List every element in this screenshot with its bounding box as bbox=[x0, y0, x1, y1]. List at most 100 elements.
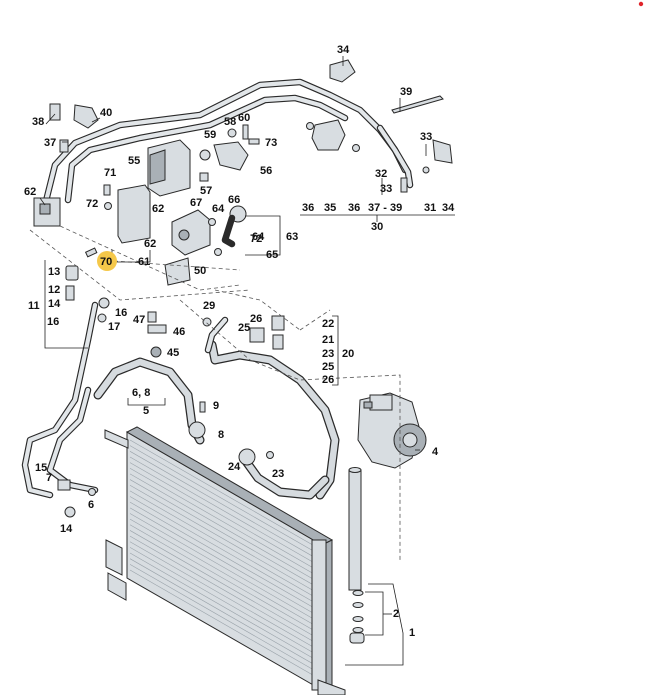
condenser-fin bbox=[129, 490, 319, 600]
callout-34[interactable]: 34 bbox=[337, 44, 350, 56]
callout-17[interactable]: 17 bbox=[108, 321, 120, 333]
callout-32[interactable]: 32 bbox=[375, 168, 387, 180]
callout-16b[interactable]: 16 bbox=[47, 316, 59, 328]
callout-62[interactable]: 62 bbox=[24, 186, 36, 198]
callout-36[interactable]: 36 bbox=[302, 202, 314, 214]
condenser-fin bbox=[129, 564, 319, 673]
receiver-drier bbox=[348, 467, 365, 644]
callout-labels: 70 34 39 38 40 37 58 60 59 73 33 55 56 3… bbox=[24, 44, 455, 639]
callout-33[interactable]: 33 bbox=[420, 131, 432, 143]
callout-56[interactable]: 56 bbox=[260, 165, 272, 177]
callout-37[interactable]: 37 bbox=[44, 137, 56, 149]
callout-16[interactable]: 16 bbox=[115, 307, 127, 319]
callout-25[interactable]: 25 bbox=[238, 322, 250, 334]
callout-5[interactable]: 5 bbox=[143, 405, 149, 417]
condenser-fin bbox=[129, 484, 319, 594]
callout-1[interactable]: 1 bbox=[409, 627, 415, 639]
callout-13[interactable]: 13 bbox=[48, 266, 60, 278]
callout-14b[interactable]: 14 bbox=[60, 523, 73, 535]
condenser-fin bbox=[129, 468, 319, 577]
callout-6-8[interactable]: 6, 8 bbox=[132, 387, 150, 399]
condenser-fin bbox=[129, 479, 319, 588]
callout-62c[interactable]: 62 bbox=[144, 238, 156, 250]
condenser-fin bbox=[129, 496, 319, 605]
condenser-fin bbox=[129, 518, 319, 628]
callout-58[interactable]: 58 bbox=[224, 116, 236, 128]
condenser-fin bbox=[129, 439, 319, 549]
callout-64[interactable]: 64 bbox=[212, 203, 225, 215]
leaders bbox=[39, 56, 455, 666]
condenser-fin bbox=[129, 558, 319, 667]
callout-71[interactable]: 71 bbox=[104, 167, 116, 179]
condenser-fin bbox=[129, 552, 319, 662]
callout-72b[interactable]: 72 bbox=[250, 233, 262, 245]
callout-7[interactable]: 7 bbox=[46, 472, 52, 484]
callout-4[interactable]: 4 bbox=[432, 446, 439, 458]
callout-38[interactable]: 38 bbox=[32, 116, 44, 128]
callout-47[interactable]: 47 bbox=[133, 314, 145, 326]
callout-73[interactable]: 73 bbox=[265, 137, 277, 149]
callout-60[interactable]: 60 bbox=[238, 112, 250, 124]
callout-65[interactable]: 65 bbox=[266, 249, 278, 261]
callout-26[interactable]: 26 bbox=[250, 313, 262, 325]
condenser-fin bbox=[129, 535, 319, 645]
condenser-fin bbox=[129, 473, 319, 583]
callout-59[interactable]: 59 bbox=[204, 129, 216, 141]
condenser-fin bbox=[129, 524, 319, 634]
callout-37-39[interactable]: 37 - 39 bbox=[368, 202, 402, 214]
callout-26b[interactable]: 26 bbox=[322, 374, 334, 386]
callout-46[interactable]: 46 bbox=[173, 326, 185, 338]
highlight-70 bbox=[97, 251, 117, 271]
callout-57[interactable]: 57 bbox=[200, 185, 212, 197]
callout-23[interactable]: 23 bbox=[322, 348, 334, 360]
compressor bbox=[357, 392, 427, 469]
callout-29[interactable]: 29 bbox=[203, 300, 215, 312]
condenser-fin bbox=[129, 541, 319, 650]
condenser bbox=[104, 426, 346, 695]
callout-2[interactable]: 2 bbox=[393, 608, 399, 620]
callout-72[interactable]: 72 bbox=[86, 198, 98, 210]
condenser-fin bbox=[129, 501, 319, 611]
callout-21[interactable]: 21 bbox=[322, 334, 334, 346]
callout-66[interactable]: 66 bbox=[228, 194, 240, 206]
callout-36b[interactable]: 36 bbox=[348, 202, 360, 214]
callout-11[interactable]: 11 bbox=[28, 300, 40, 312]
callout-20[interactable]: 20 bbox=[342, 348, 354, 360]
callout-23b[interactable]: 23 bbox=[272, 468, 284, 480]
callout-67[interactable]: 67 bbox=[190, 197, 202, 209]
condenser-fin bbox=[129, 451, 319, 560]
callout-12[interactable]: 12 bbox=[48, 284, 60, 296]
condenser-fin bbox=[129, 547, 319, 656]
callout-34b[interactable]: 34 bbox=[442, 202, 455, 214]
callout-15[interactable]: 15 bbox=[35, 462, 47, 474]
components bbox=[33, 59, 453, 518]
callout-39[interactable]: 39 bbox=[400, 86, 412, 98]
callout-31[interactable]: 31 bbox=[424, 202, 436, 214]
callout-40[interactable]: 40 bbox=[100, 107, 112, 119]
callout-9[interactable]: 9 bbox=[213, 400, 219, 412]
marker-dot bbox=[638, 1, 644, 7]
condenser-fin bbox=[129, 530, 319, 639]
callout-24[interactable]: 24 bbox=[228, 461, 241, 473]
callout-50[interactable]: 50 bbox=[194, 265, 206, 277]
callout-62b[interactable]: 62 bbox=[152, 203, 164, 215]
callout-25b[interactable]: 25 bbox=[322, 361, 334, 373]
callout-33b[interactable]: 33 bbox=[380, 183, 392, 195]
callout-70[interactable]: 70 bbox=[100, 256, 112, 268]
callout-22[interactable]: 22 bbox=[322, 318, 334, 330]
callout-45[interactable]: 45 bbox=[167, 347, 179, 359]
callout-14[interactable]: 14 bbox=[48, 298, 61, 310]
callout-8[interactable]: 8 bbox=[218, 429, 224, 441]
condenser-fin bbox=[129, 507, 319, 617]
callout-35[interactable]: 35 bbox=[324, 202, 336, 214]
callout-30[interactable]: 30 bbox=[371, 221, 383, 233]
callout-55[interactable]: 55 bbox=[128, 155, 140, 167]
condenser-fin bbox=[129, 513, 319, 622]
condenser-fin bbox=[129, 462, 319, 571]
callout-6[interactable]: 6 bbox=[88, 499, 94, 511]
callout-63[interactable]: 63 bbox=[286, 231, 298, 243]
callout-61[interactable]: 61 bbox=[138, 256, 150, 268]
callout-64b[interactable]: 64 bbox=[252, 231, 265, 243]
condenser-fin bbox=[129, 456, 319, 566]
